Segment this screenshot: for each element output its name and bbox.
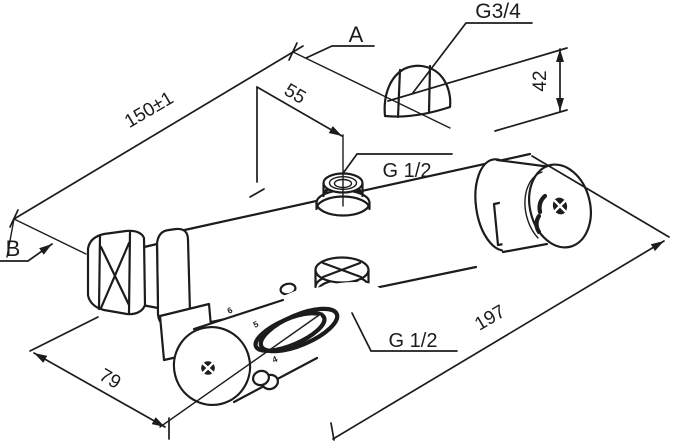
leader-line: [305, 45, 375, 59]
hex-facet-line: [127, 229, 132, 315]
cap-screw-slits: [553, 199, 567, 213]
dim-line: [256, 86, 343, 137]
end-cap-top-edge: [495, 158, 553, 169]
knob-top-edge: [192, 298, 285, 331]
dim-line: [13, 51, 294, 220]
inlet-axis-left: [13, 218, 87, 255]
knob-scale-number: 5: [251, 319, 260, 330]
leader-b: B: [0, 236, 53, 262]
inlet-axis-right: [292, 51, 451, 129]
hex-cross-mark: [99, 241, 131, 310]
leader-a: A: [305, 22, 375, 59]
dimension-79: 79: [29, 316, 170, 440]
label-a: A: [349, 22, 364, 47]
leader-line: [343, 153, 453, 173]
extension-stub: [330, 422, 335, 441]
extension-dash: [249, 188, 265, 198]
leader-g12-bottom: G 1/2: [351, 312, 458, 352]
label-g12-top: G 1/2: [383, 160, 432, 182]
knob-scale-ring-inner: [253, 311, 327, 353]
dim-197-label: 197: [471, 301, 509, 335]
extension-line: [387, 47, 568, 102]
knob-button-face: [252, 369, 270, 387]
leader-line: [411, 22, 533, 95]
dim-line: [33, 352, 166, 428]
end-cap-bottom-edge: [501, 242, 549, 254]
knob-scale-number: 6: [225, 305, 234, 316]
dimension-42: 42: [387, 47, 568, 132]
knob-axis: [159, 312, 323, 428]
hex-facet-line: [97, 234, 102, 311]
leader-g34: G3/4: [411, 0, 533, 95]
dim-tick: [9, 209, 19, 228]
valve-assembly: 6 5 4: [86, 64, 592, 407]
dim-42-label: 42: [530, 70, 551, 91]
leader-line: [351, 312, 458, 352]
knob-ring-gap: [284, 290, 300, 299]
cap-indicator-mark: [534, 213, 542, 235]
centerlines: [6, 51, 451, 428]
inlet-axis-left-ext: [6, 218, 15, 258]
knob-ring-gap: [301, 351, 316, 360]
label-b: B: [6, 236, 21, 261]
connector-facet-line: [396, 68, 402, 119]
dim-55-label: 55: [280, 80, 309, 109]
extension-line: [29, 316, 99, 352]
label-g34: G3/4: [475, 0, 521, 23]
leader-g12-top: G 1/2: [343, 153, 453, 182]
label-g12-bottom: G 1/2: [389, 330, 438, 352]
cap-indicator-mark: [537, 193, 548, 215]
dim-line: [332, 240, 665, 440]
knob-screw-slits: [201, 362, 215, 374]
end-cap-chamfer: [524, 171, 543, 239]
leader-line: [0, 243, 53, 262]
dimension-150: 150±1: [9, 42, 304, 228]
dim-overshoot: [292, 45, 304, 53]
main-body: [168, 154, 540, 331]
knob-scale-number: 4: [270, 354, 279, 365]
extension-line: [531, 155, 670, 238]
plug-cross-mark: [321, 261, 363, 279]
top-outlet-connector: [383, 64, 452, 118]
extension-line: [494, 109, 568, 132]
